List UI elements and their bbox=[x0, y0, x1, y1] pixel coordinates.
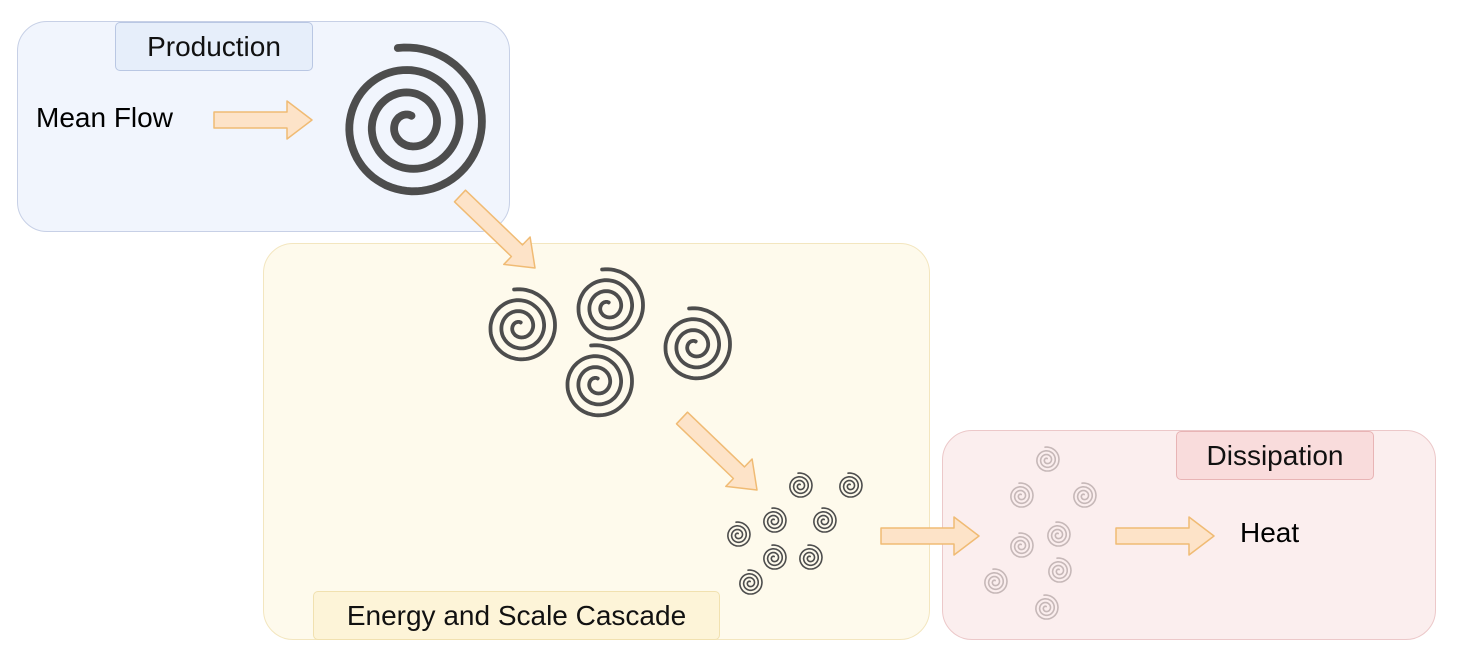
arrows-layer bbox=[213, 100, 1215, 556]
medium-eddy-icon bbox=[565, 343, 634, 418]
faded-eddy-icon bbox=[1010, 482, 1034, 508]
heat-arrow bbox=[1115, 516, 1215, 556]
faded-eddy-icon bbox=[1036, 446, 1060, 472]
cascade-to-dissipation-arrow bbox=[880, 516, 980, 556]
small-eddy-icon bbox=[799, 544, 823, 570]
mean-flow-text: Mean Flow bbox=[36, 102, 173, 133]
cascade-inner-arrow bbox=[675, 411, 758, 491]
mean-flow-arrow bbox=[213, 100, 313, 140]
faded-eddy-icon bbox=[1047, 521, 1071, 547]
small-eddy-icon bbox=[789, 472, 813, 498]
small-eddy-icon bbox=[839, 472, 863, 498]
production-label: Production bbox=[115, 22, 313, 71]
dissipation-label: Dissipation bbox=[1176, 431, 1374, 480]
cascade-label: Energy and Scale Cascade bbox=[313, 591, 720, 640]
faded-eddy-icon bbox=[1010, 532, 1034, 558]
medium-eddy-icon bbox=[488, 287, 557, 362]
medium-eddy-icon bbox=[663, 306, 732, 381]
faded-eddy-icon bbox=[1073, 482, 1097, 508]
cascade-panel bbox=[263, 243, 930, 640]
medium-eddy-icon bbox=[576, 267, 645, 342]
eddies-layer bbox=[345, 43, 1097, 620]
faded-eddy-icon bbox=[984, 568, 1008, 594]
small-eddy-icon bbox=[727, 521, 751, 547]
production-to-cascade-arrow bbox=[453, 189, 536, 269]
small-eddy-icon bbox=[763, 507, 787, 533]
large-eddy-icon bbox=[345, 43, 486, 196]
small-eddy-icon bbox=[739, 569, 763, 595]
faded-eddy-icon bbox=[1048, 557, 1072, 583]
small-eddy-icon bbox=[813, 507, 837, 533]
heat-text: Heat bbox=[1240, 517, 1300, 548]
small-eddy-icon bbox=[763, 544, 787, 570]
faded-eddy-icon bbox=[1035, 594, 1059, 620]
